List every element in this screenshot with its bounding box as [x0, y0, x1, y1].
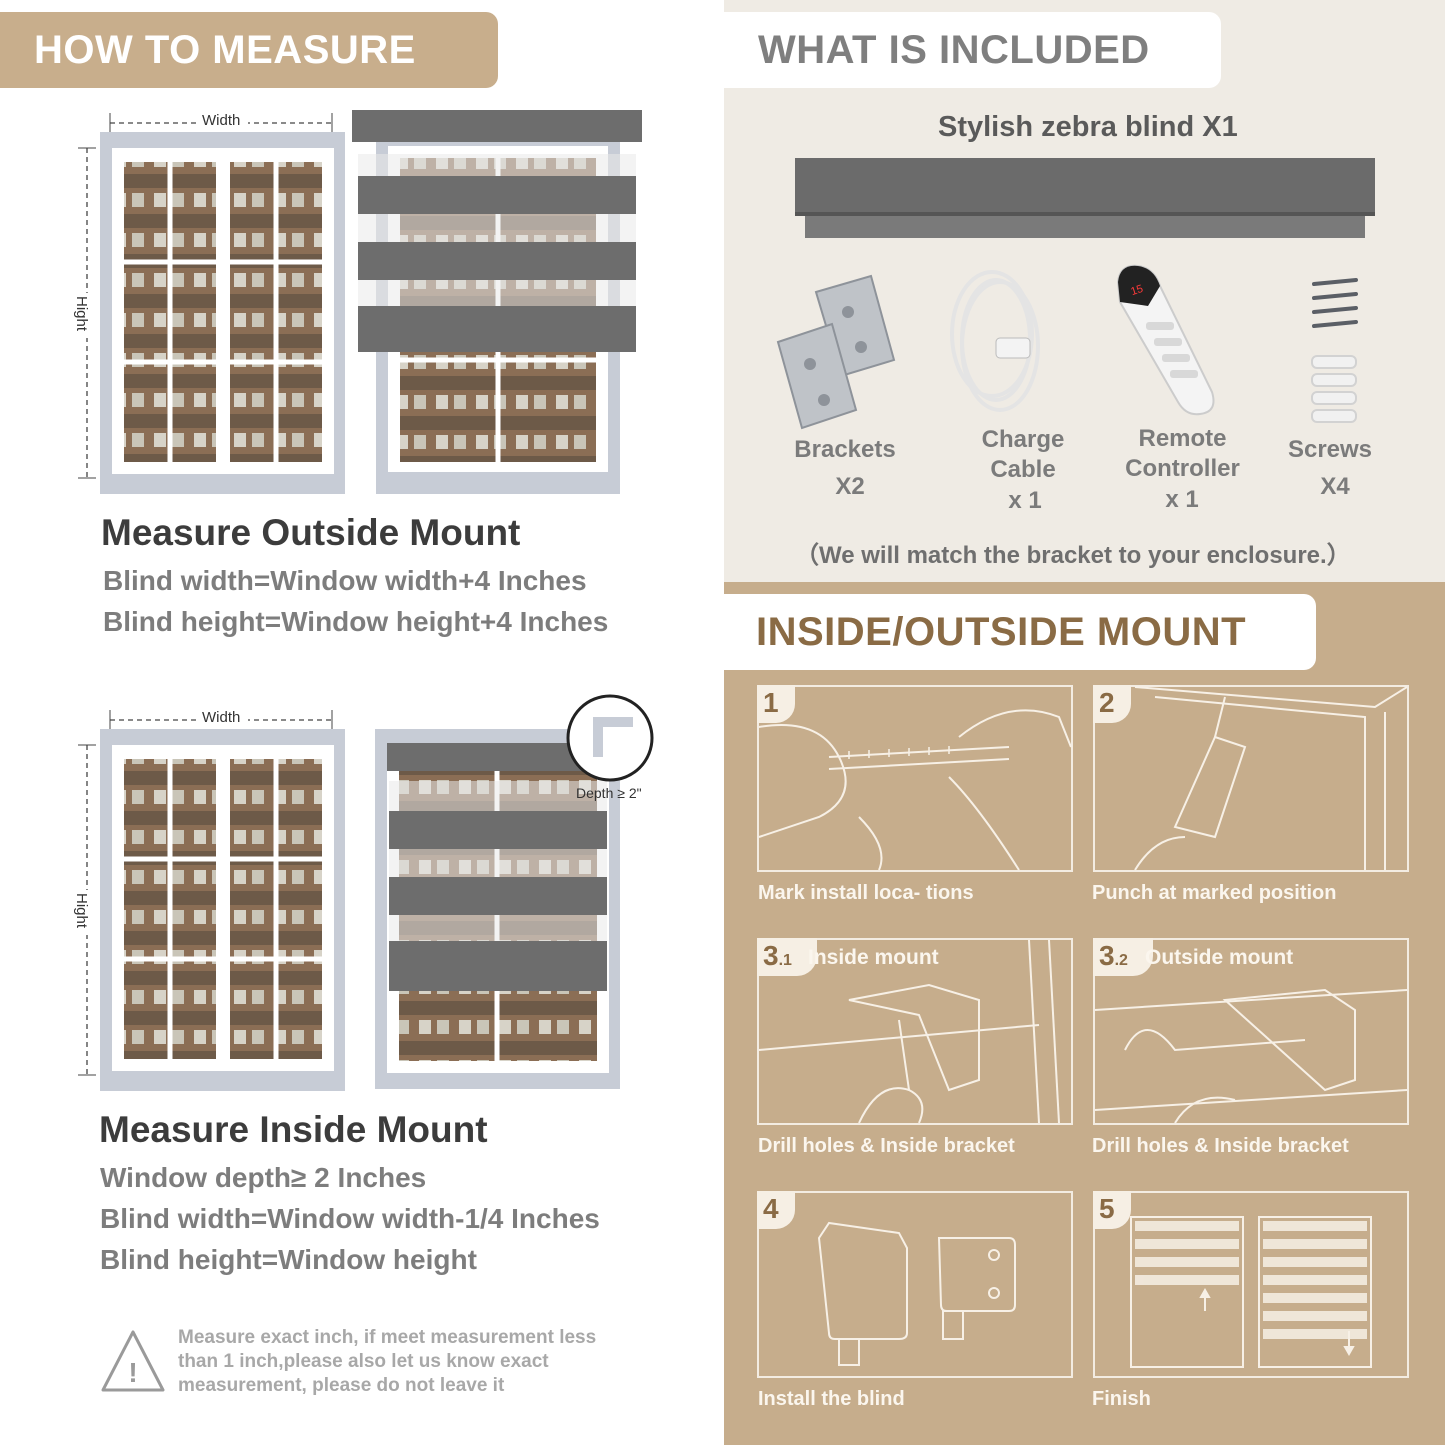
install-blind-icon: [817, 1221, 1016, 1366]
svg-text:!: !: [128, 1357, 137, 1388]
screws-label: Screws: [1287, 436, 1373, 463]
step-3-1-caption: Drill holes & Inside bracket: [758, 1135, 1015, 1157]
step-3-2-caption: Drill holes & Inside bracket: [1092, 1135, 1349, 1157]
what-is-included-banner: WHAT IS INCLUDED: [724, 12, 1221, 88]
step-3-1-panel: 3.1: [757, 938, 1073, 1125]
step-3-2-panel: 3.2: [1093, 938, 1409, 1125]
remote-display-text: 15: [1129, 283, 1144, 298]
inside-line-3: Blind height=Window height: [100, 1244, 477, 1275]
inside-mount-title: Measure Inside Mount: [99, 1109, 488, 1150]
screw-icon: [1311, 278, 1358, 423]
width-label-2: Width: [202, 709, 241, 726]
step-4-number: 4: [757, 1191, 795, 1229]
inside-bracket-drill-icon: [758, 939, 1060, 1124]
marking-hands-icon: [758, 709, 1072, 871]
warning-triangle-icon: !: [101, 1330, 165, 1392]
step-5-number: 5: [1093, 1191, 1131, 1229]
height-label-2: Hight: [73, 892, 91, 929]
step-1-caption: Mark install loca- tions: [758, 882, 974, 904]
included-note: （We will match the bracket to your enclo…: [795, 542, 1351, 569]
outside-window-measure-illustration: [76, 113, 345, 494]
inside-outside-mount-banner: INSIDE/OUTSIDE MOUNT: [724, 594, 1316, 670]
step-5-caption: Finish: [1092, 1388, 1151, 1410]
inside-line-2: Blind width=Window width-1/4 Inches: [100, 1203, 600, 1234]
outside-bracket-drill-icon: [1094, 988, 1408, 1124]
outside-mount-title: Measure Outside Mount: [101, 512, 521, 553]
inside-window-blind-illustration: [375, 694, 654, 1089]
remote-icon: 15: [1116, 264, 1215, 416]
step-2-caption: Punch at marked position: [1092, 882, 1337, 904]
warning-line-3: measurement, please do not leave it: [178, 1375, 505, 1396]
brackets-label: Brackets: [794, 436, 896, 463]
drill-icon: [1134, 686, 1408, 871]
depth-label: Depth ≥ 2": [576, 785, 642, 801]
inside-line-1: Window depth≥ 2 Inches: [100, 1162, 427, 1193]
main-item-label: Stylish zebra blind X1: [938, 111, 1238, 143]
finished-blinds-icon: [1130, 1216, 1372, 1368]
bracket-icon: [776, 274, 896, 430]
height-label: Hight: [73, 295, 91, 332]
step-3-1-number: 3.1: [757, 938, 817, 976]
width-label: Width: [202, 112, 241, 129]
zebra-blind-headrail-icon: [795, 158, 1375, 238]
remote-label: Remote Controller: [1125, 425, 1240, 482]
warning-line-1: Measure exact inch, if meet measurement …: [178, 1327, 597, 1348]
cable-icon: [950, 270, 1040, 412]
step-4-panel: 4: [757, 1191, 1073, 1378]
cable-label: Charge Cable: [981, 426, 1065, 483]
outside-line-2: Blind height=Window height+4 Inches: [103, 606, 609, 637]
step-1-number: 1: [757, 685, 795, 723]
step-2-panel: 2: [1093, 685, 1409, 872]
outside-window-blind-illustration: [352, 110, 642, 494]
how-to-measure-banner: HOW TO MEASURE: [0, 12, 498, 88]
step-3-2-number: 3.2: [1093, 938, 1153, 976]
warning-line-2: than 1 inch,please also let us know exac…: [178, 1351, 549, 1372]
step-3-2-title: Outside mount: [1145, 946, 1294, 969]
cable-qty: x 1: [1008, 487, 1042, 514]
step-2-number: 2: [1093, 685, 1131, 723]
screws-qty: X4: [1320, 473, 1350, 500]
step-1-panel: 1: [757, 685, 1073, 872]
remote-qty: x 1: [1165, 486, 1199, 513]
inside-window-measure-illustration: [76, 710, 345, 1091]
step-3-1-title: Inside mount: [808, 946, 939, 969]
outside-line-1: Blind width=Window width+4 Inches: [103, 565, 587, 596]
brackets-qty: X2: [835, 473, 865, 500]
step-4-caption: Install the blind: [758, 1388, 905, 1410]
step-5-panel: 5: [1093, 1191, 1409, 1378]
